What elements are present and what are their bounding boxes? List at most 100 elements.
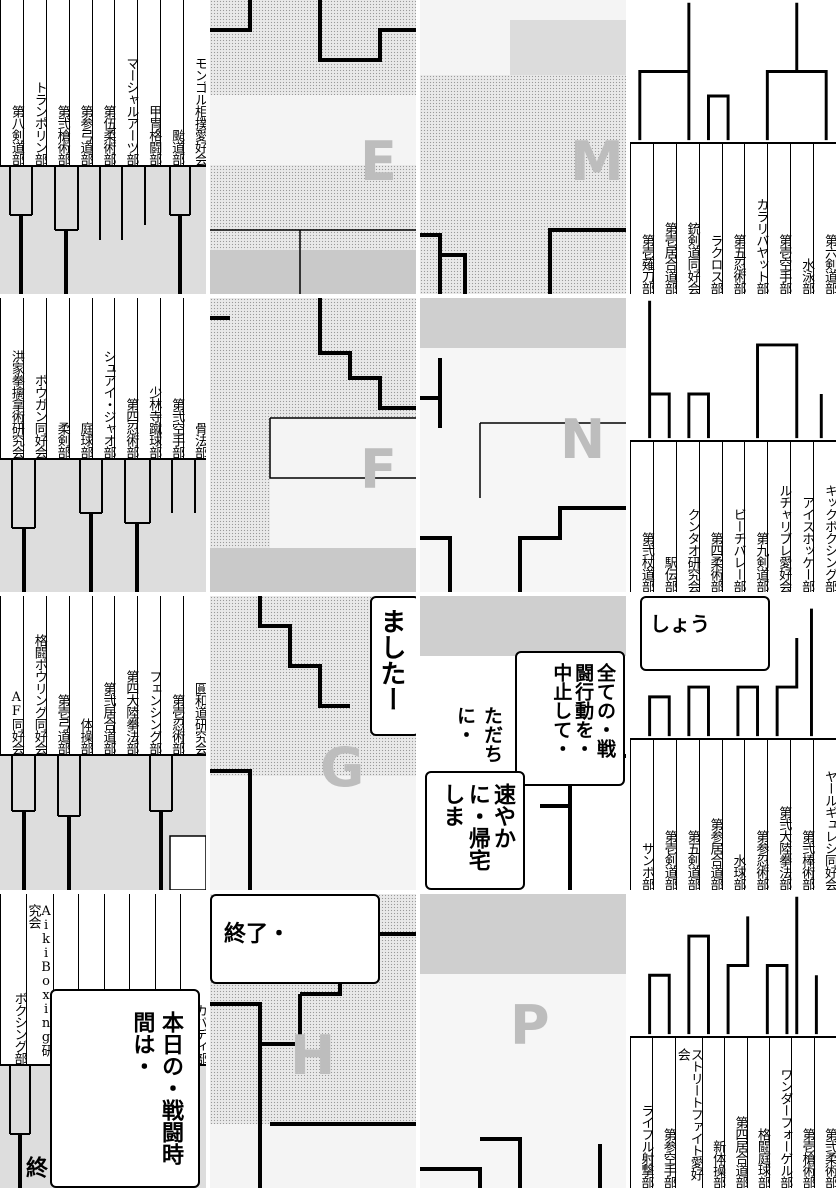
team-name: ボクシング部 <box>0 894 27 1064</box>
bracket-lines <box>648 300 823 439</box>
team-name: キックボクシング部 <box>813 442 836 592</box>
team-name: 第壱剣道部 <box>652 740 677 890</box>
team-name: 新体操部 <box>701 1038 725 1188</box>
team-name: 第参忍術部 <box>744 740 768 890</box>
team-name: 第参弓道部 <box>68 0 93 165</box>
team-name: 第弐柔術部 <box>813 1038 836 1188</box>
team-name: 第参居合道部 <box>698 740 723 890</box>
team-name: 第弐大陸拳法部 <box>767 740 791 890</box>
team-name: 第壱忍術部 <box>160 596 184 754</box>
team-name: 水球部 <box>721 740 745 890</box>
speech-balloon: 本日の・戦闘時間は・ <box>50 989 200 1188</box>
team-name: 柔剣部 <box>45 298 70 458</box>
speech-balloon: ましたー <box>370 596 416 736</box>
team-name: 第五忍術部 <box>721 144 745 294</box>
bracket-panel-r3c1: 圓和道研究会 第壱忍術部 フェンシング部 第四大陸拳法部 第弐居合道部 体操部 … <box>0 596 206 890</box>
team-name: 第九剣道部 <box>744 442 768 592</box>
bracket-lines <box>420 596 626 890</box>
team-name: 甲冑格闘部 <box>137 0 161 165</box>
speech-balloon: ただちに・ <box>454 706 503 763</box>
team-name: ボウガン同好会 <box>22 298 47 458</box>
team-name: 第五剣道部 <box>675 740 700 890</box>
team-name: 第弐居合道部 <box>91 596 115 754</box>
bracket-panel-r2c2: F <box>210 298 416 592</box>
bracket-lines <box>210 298 416 592</box>
team-names-r1c4: 第六剣道部 水泳部 第壱空手部 カラリバヤット部 第五忍術部 ラクロス部 銃剣道… <box>630 142 836 294</box>
block-letter: F <box>360 438 397 501</box>
team-name: AikiBoxing研究会 <box>25 894 54 1064</box>
bracket-lines <box>648 608 813 737</box>
bracket-panel-r4c2: H 終了・ <box>210 894 416 1188</box>
team-name: 第壱槍術部 <box>791 1038 815 1188</box>
bracket-panel-r2c4: キックボクシング部 アイスホッケー部 ルチャリブレ愛好会 第九剣道部 ビーチバレ… <box>630 298 836 592</box>
team-name: 洪家拳擒拿術研究会 <box>0 298 24 458</box>
team-name: ワンダーフォーゲル部 <box>768 1038 792 1188</box>
team-names-r3c4: ヤールギュレシ同好会 第弐棒術部 第弐大陸拳法部 第参忍術部 水球部 第参居合道… <box>630 738 836 890</box>
bracket-lines <box>420 894 626 1188</box>
block-letter: M <box>570 130 624 193</box>
team-name: マーシャルアーツ部 <box>114 0 138 165</box>
team-name: 圓和道研究会 <box>183 596 206 754</box>
speech-balloon-tail: 終 <box>22 1156 47 1178</box>
team-name: 第壱弓道部 <box>45 596 70 754</box>
team-name: サンボ部 <box>630 740 654 890</box>
block-letter: N <box>560 408 606 471</box>
team-name: 水泳部 <box>790 144 814 294</box>
bracket-panel-r4c1: カバディ部 第参大陸 第弐 戦国 第弐 ムエ AikiBoxing研究会 ボクシ… <box>0 894 206 1188</box>
team-name: 第参空手部 <box>652 1038 676 1188</box>
team-name: 第弐槍術部 <box>45 0 70 165</box>
team-name: ラクロス部 <box>698 144 723 294</box>
block-letter: G <box>320 736 365 799</box>
team-name: 第四忍術部 <box>114 298 138 458</box>
team-names-r4c4: 第弐柔術部 第壱槍術部 ワンダーフォーゲル部 格闘庭球部 第四居合道部 新体操部… <box>630 1036 836 1188</box>
bracket-panel-r4c3: P <box>420 894 626 1188</box>
team-name: 庭球部 <box>68 298 93 458</box>
team-name: 第四大陸拳法部 <box>114 596 138 754</box>
bracket-panel-r3c2: G ましたー <box>210 596 416 890</box>
bracket-panel-r4c4: 第弐柔術部 第壱槍術部 ワンダーフォーゲル部 格闘庭球部 第四居合道部 新体操部… <box>630 894 836 1188</box>
block-letter: E <box>360 130 397 193</box>
bracket-lines <box>0 167 206 294</box>
block-letter: P <box>510 994 550 1057</box>
bracket-lines <box>648 896 818 1035</box>
team-name: AF同好会 <box>0 596 24 754</box>
speech-balloon: 全ての・戦闘行動を・中止して・ <box>515 651 625 786</box>
speech-balloon: 終了・ <box>210 894 380 984</box>
bracket-panel-r1c4: 第六剣道部 水泳部 第壱空手部 カラリバヤット部 第五忍術部 ラクロス部 銃剣道… <box>630 0 836 294</box>
team-name: 第壱空手部 <box>767 144 791 294</box>
bracket-lines <box>0 756 206 890</box>
bracket-lines <box>0 460 206 592</box>
team-name: 第四柔術部 <box>698 442 723 592</box>
team-name: シュアイ・ジャオ部 <box>91 298 115 458</box>
team-names-r2c4: キックボクシング部 アイスホッケー部 ルチャリブレ愛好会 第九剣道部 ビーチバレ… <box>630 440 836 592</box>
team-name: 体操部 <box>68 596 93 754</box>
team-name: ビーチバレー部 <box>721 442 745 592</box>
team-name: 第弐棒術部 <box>790 740 814 890</box>
team-name: 第六剣道部 <box>813 144 836 294</box>
team-name: モンゴル相撲愛好会 <box>183 0 206 165</box>
team-name: ストリートファイト愛好会 <box>674 1038 703 1188</box>
speech-balloon: 速やかに・帰宅しま <box>425 771 525 890</box>
team-name: 銃剣道同好会 <box>675 144 700 294</box>
bracket-panel-r2c3: N <box>420 298 626 592</box>
team-name: 第四居合道部 <box>724 1038 748 1188</box>
team-name: クンタオ研究会 <box>675 442 700 592</box>
team-name: 第伍柔術部 <box>91 0 115 165</box>
bracket-panel-r2c1: 骨法部 第弐空手部 少林寺蹴球部 第四忍術部 シュアイ・ジャオ部 庭球部 柔剣部… <box>0 298 206 592</box>
team-name: 第弐空手部 <box>160 298 184 458</box>
team-name: 少林寺蹴球部 <box>137 298 161 458</box>
speech-balloon: しょう <box>640 596 770 671</box>
team-name: 格闘庭球部 <box>746 1038 770 1188</box>
bracket-lines <box>420 0 626 294</box>
bracket-lines <box>638 2 828 141</box>
team-name: 第八剣道部 <box>0 0 24 165</box>
bracket-lines <box>210 0 416 294</box>
team-name: ルチャリブレ愛好会 <box>767 442 791 592</box>
bracket-panel-r1c3: M <box>420 0 626 294</box>
team-name: カラリバヤット部 <box>744 144 768 294</box>
bracket-lines <box>420 298 626 592</box>
bracket-panel-r3c4: しょう ヤールギュレシ同好会 第弐棒術部 第弐大陸拳法部 第参忍術部 水球部 第… <box>630 596 836 890</box>
team-name: 第壱居合道部 <box>652 144 677 294</box>
team-name: 第壱薙刀部 <box>630 144 654 294</box>
team-name: ヤールギュレシ同好会 <box>813 740 836 890</box>
